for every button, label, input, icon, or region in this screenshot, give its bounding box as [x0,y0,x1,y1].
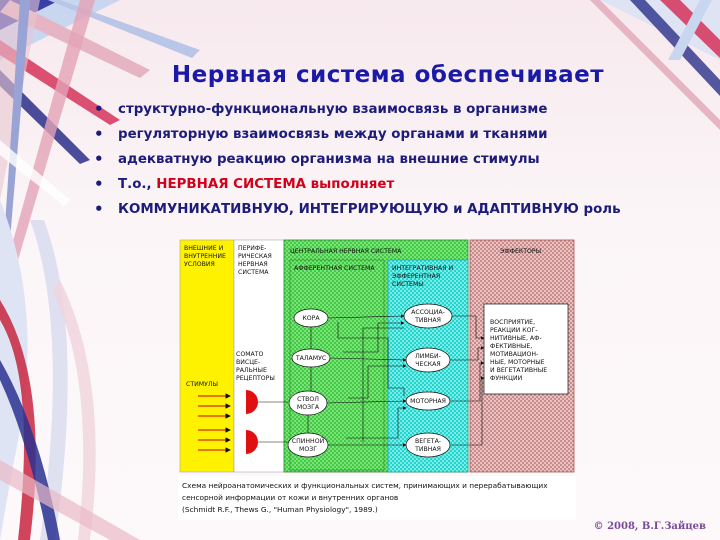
svg-text:ВОСПРИЯТИЕ,: ВОСПРИЯТИЕ, [490,319,535,326]
efferent-node: ЛИМБИ- ЧЕСКАЯ [405,347,451,373]
integrative-label-line: ИНТЕГРАТИВНАЯ И [392,265,454,272]
receptors-label-line: РЕЦЕПТОРЫ [236,375,275,382]
svg-text:ТИВНАЯ: ТИВНАЯ [414,446,441,453]
peripheral-label-line: ПЕРИФЕ- [238,245,266,252]
receptors-label-line: СОМАТО [236,351,264,358]
effector-box [483,303,569,395]
env-label-line: ВНУТРЕННИЕ [184,253,226,260]
receptors-label-line: ВИСЦЕ- [236,359,260,366]
afferent-node: СТВОЛ МОЗГА [288,390,328,416]
svg-text:МОЗГ: МОЗГ [299,446,317,453]
receptor-shape [246,390,258,414]
receptors-label-line: РАЛЬНЫЕ [236,367,267,374]
caption-box [178,476,576,520]
cns-label: ЦЕНТРАЛЬНАЯ НЕРВНАЯ СИСТЕМА [290,248,402,255]
efferent-node: АССОЦИА- ТИВНАЯ [403,303,453,329]
afferent-node: СПИННОЙ МОЗГ [287,432,329,458]
integrative-label-line: ЭФФЕРЕНТНАЯ [392,273,440,280]
bullet-item: регуляторную взаимосвязь между органами … [92,126,682,143]
svg-text:ЧЕСКАЯ: ЧЕСКАЯ [415,361,440,368]
svg-text:ТАЛАМУС: ТАЛАМУС [295,355,326,362]
receptor-shape [246,430,258,454]
svg-text:НЫЕ, МОТОРНЫЕ: НЫЕ, МОТОРНЫЕ [490,359,545,366]
peripheral-label-line: РИЧЕСКАЯ [238,253,272,260]
effector-box-text: ВОСПРИЯТИЕ, РЕАКЦИИ КОГ- НИТИВНЫЕ, АФ- Ф… [490,319,547,382]
effectors-label: ЭФФЕКТОРЫ [500,248,541,255]
afferent-node: КОРА [293,308,329,328]
efferent-node: ВЕГЕТА- ТИВНАЯ [405,432,451,458]
env-label-line: ВНЕШНИЕ И [184,245,224,252]
bullet-item: адекватную реакцию организма на внешние … [92,151,682,168]
svg-text:ТИВНАЯ: ТИВНАЯ [414,317,441,324]
bullet-item: Т.о., НЕРВНАЯ СИСТЕМА выполняет [92,176,682,193]
svg-text:НИТИВНЫЕ, АФ-: НИТИВНЫЕ, АФ- [490,335,542,342]
svg-text:СТВОЛ: СТВОЛ [297,396,319,403]
svg-text:ФУНКЦИИ: ФУНКЦИИ [490,375,523,382]
peripheral-label-line: СИСТЕМА [238,269,269,276]
afferent-label: АФФЕРЕНТНАЯ СИСТЕМА [294,265,375,272]
peripheral-label-line: НЕРВНАЯ [238,261,268,268]
bullet-item: КОММУНИКАТИВНУЮ, ИНТЕГРИРУЮЩУЮ и АДАПТИВ… [92,201,682,218]
nervous-system-diagram: ВНЕШНИЕ И ВНУТРЕННИЕ УСЛОВИЯ ПЕРИФЕ- РИЧ… [178,239,576,520]
svg-text:МОТОРНАЯ: МОТОРНАЯ [410,398,446,405]
connection-lines [258,314,485,447]
stimuli-arrows [198,393,231,453]
svg-text:ФЕКТИВНЫЕ,: ФЕКТИВНЫЕ, [490,343,532,350]
svg-text:ЛИМБИ-: ЛИМБИ- [415,353,441,360]
svg-text:ВЕГЕТА-: ВЕГЕТА- [415,438,441,445]
highlight-text: НЕРВНАЯ СИСТЕМА выполняет [156,177,395,192]
svg-text:И ВЕГЕТАТИВНЫЕ: И ВЕГЕТАТИВНЫЕ [490,367,547,374]
caption-line: (Schmidt R.F., Thews G., "Human Physiolo… [182,505,378,514]
copyright: © 2008, В.Г.Зайцев [593,521,706,532]
efferent-node: МОТОРНАЯ [405,391,451,411]
env-label-line: УСЛОВИЯ [184,261,215,268]
afferent-node: ТАЛАМУС [291,348,331,368]
caption-line: сенсорной информации от кожи и внутренни… [182,493,398,502]
caption-line: Схема нейроанатомических и функциональны… [182,481,548,490]
integrative-label-line: СИСТЕМЫ [392,281,424,288]
svg-text:РЕАКЦИИ КОГ-: РЕАКЦИИ КОГ- [490,327,538,334]
bullet-item: структурно-функциональную взаимосвязь в … [92,101,682,118]
peripheral-column [233,239,285,473]
slide-title: Нервная система обеспечивает [171,62,605,88]
afferent-region [289,259,385,471]
svg-text:СПИННОЙ: СПИННОЙ [292,436,325,445]
env-column [179,239,235,473]
svg-text:КОРА: КОРА [302,315,320,322]
svg-text:АССОЦИА-: АССОЦИА- [411,309,445,316]
bullet-list: структурно-функциональную взаимосвязь в … [92,101,682,226]
stimuli-label: СТИМУЛЫ [186,381,218,388]
svg-text:МОТИВАЦИОН-: МОТИВАЦИОН- [490,351,538,358]
svg-text:МОЗГА: МОЗГА [297,404,320,411]
